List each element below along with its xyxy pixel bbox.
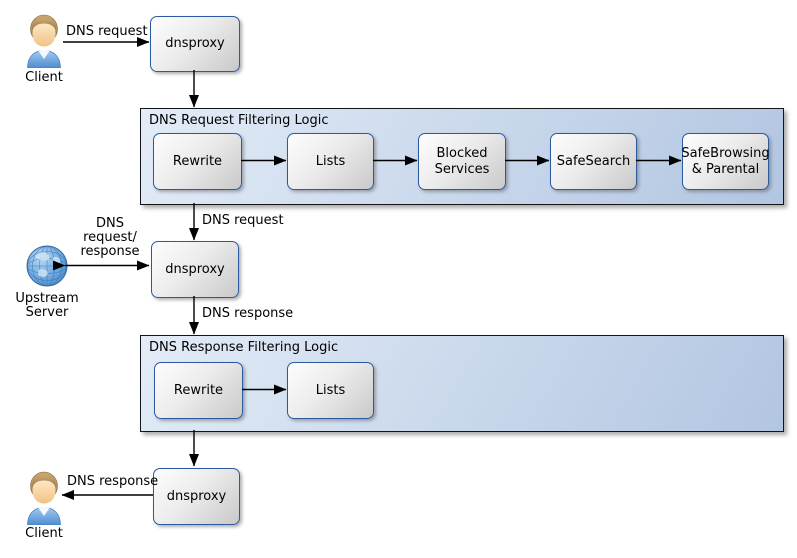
request-filtering-title: DNS Request Filtering Logic	[149, 113, 329, 128]
client-top-actor	[26, 14, 62, 68]
client-top-label: Client	[25, 70, 63, 85]
blocked-services-node: Blocked Services	[418, 133, 506, 190]
client-bottom-actor	[26, 471, 62, 525]
edge-label-client-request: DNS request	[66, 24, 148, 39]
safesearch-node: SafeSearch	[550, 133, 637, 190]
safebrowsing-parental-node: SafeBrowsing & Parental	[681, 133, 770, 190]
response-lists-node: Lists	[287, 362, 374, 419]
person-icon	[26, 14, 62, 68]
client-bottom-label: Client	[25, 526, 63, 541]
response-filtering-title: DNS Response Filtering Logic	[149, 340, 339, 355]
response-rewrite-node: Rewrite	[154, 362, 243, 419]
upstream-server-label: Upstream Server	[15, 291, 79, 321]
person-icon	[26, 471, 62, 525]
edge-label-dns-response: DNS response	[202, 306, 294, 321]
request-rewrite-node: Rewrite	[153, 133, 242, 190]
dnsproxy-top-node: dnsproxy	[150, 16, 240, 72]
request-lists-node: Lists	[287, 133, 374, 190]
edge-label-upstream-exchange: DNS request/ response	[80, 216, 140, 259]
edge-label-client-response: DNS response	[67, 474, 159, 489]
dnsproxy-bottom-node: dnsproxy	[153, 468, 240, 525]
response-filtering-container: DNS Response Filtering Logic	[140, 335, 784, 432]
dnsproxy-mid-node: dnsproxy	[151, 241, 239, 298]
upstream-server-actor	[25, 244, 69, 288]
globe-icon	[25, 244, 69, 288]
edge-label-filtered-request: DNS request	[202, 213, 284, 228]
